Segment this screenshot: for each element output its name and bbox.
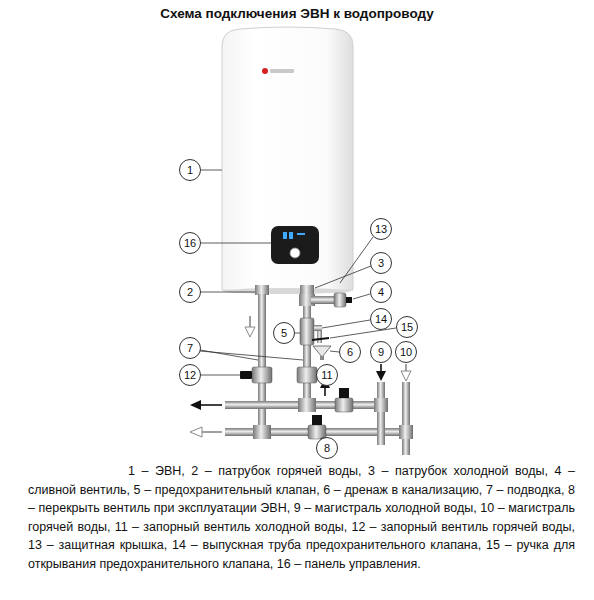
water-heater-part: [262, 68, 268, 74]
callout-label: 9: [378, 347, 384, 358]
water-heater-part: [290, 248, 300, 258]
callout-number: 6: [339, 341, 361, 363]
water-heater-part: [270, 69, 294, 73]
flow-arrows-part: [202, 431, 222, 433]
pipes-part: [399, 425, 413, 439]
callout-label: 15: [401, 322, 413, 333]
valves-part: [314, 325, 322, 331]
callout-number: 9: [370, 341, 392, 363]
pipes-part: [374, 398, 388, 412]
flow-arrows-part: [190, 427, 202, 437]
callout-number: 8: [316, 437, 338, 459]
callout-number: 3: [370, 252, 392, 274]
leader-lines-part: [330, 351, 339, 352]
callout-label: 2: [187, 287, 193, 298]
callout-label: 1: [187, 165, 193, 176]
valves-part: [320, 356, 324, 360]
valves-part: [335, 398, 353, 412]
callout-number: 2: [179, 281, 201, 303]
flow-arrows: [190, 316, 411, 437]
callout-label: 3: [378, 258, 384, 269]
pipes: [225, 285, 413, 455]
valves-part: [312, 338, 329, 340]
flow-arrows-part: [190, 400, 201, 410]
flow-arrows-part: [380, 364, 382, 372]
water-heater-part: [289, 232, 293, 239]
callout-number: 1: [179, 159, 201, 181]
callout-label: 16: [184, 238, 196, 249]
leader-lines-part: [295, 333, 300, 334]
valves-part: [312, 415, 322, 425]
flow-arrows-part: [249, 316, 251, 328]
callout-number: 11: [316, 364, 338, 386]
valves-part: [297, 367, 317, 383]
valves-part: [339, 388, 349, 398]
callout-number: 5: [273, 322, 295, 344]
callout-number: 13: [370, 218, 392, 240]
callout-number: 4: [370, 281, 392, 303]
callout-label: 13: [375, 224, 387, 235]
caption-text: 1 – ЭВН, 2 – патрубок горячей воды, 3 – …: [28, 462, 575, 573]
leader-lines: [200, 170, 396, 439]
leader-lines-part: [322, 320, 370, 328]
leader-lines-part: [201, 375, 240, 376]
callout-number: 16: [179, 232, 201, 254]
valves-part: [240, 371, 252, 379]
leader-lines-part: [330, 328, 396, 338]
valves-part: [252, 367, 272, 383]
callout-number: 14: [370, 308, 392, 330]
callout-number: 15: [396, 316, 418, 338]
leader-lines-part: [315, 266, 371, 288]
callout-label: 14: [375, 314, 387, 325]
callout-number: 7: [179, 337, 201, 359]
callout-label: 8: [324, 443, 330, 454]
flow-arrows-part: [200, 404, 222, 406]
water-heater-part: [223, 288, 351, 294]
water-heater-part: [297, 233, 305, 235]
water-heater: [222, 27, 353, 294]
flow-arrows-part: [376, 371, 386, 381]
valves-part: [346, 297, 352, 303]
pipes-part: [298, 398, 316, 412]
pipes-part: [300, 285, 314, 295]
pipes-part: [258, 294, 266, 436]
leader-lines-part: [201, 170, 222, 171]
leader-lines-part: [201, 292, 255, 293]
leader-lines-part: [200, 351, 303, 360]
valves: [240, 293, 353, 439]
callout-number: 12: [179, 364, 201, 386]
valves-part: [300, 318, 314, 345]
valves-part: [313, 346, 331, 357]
leader-lines-part: [201, 243, 271, 244]
callout-label: 4: [378, 287, 384, 298]
leader-lines-part: [353, 294, 370, 299]
callout-label: 12: [184, 370, 196, 381]
valves-part: [334, 293, 346, 307]
callout-label: 5: [281, 328, 287, 339]
water-heater-part: [222, 27, 353, 292]
diagram-title: Схема подключения ЭВН к водопроводу: [0, 6, 594, 21]
water-heater-part: [283, 232, 287, 239]
callout-label: 6: [347, 347, 353, 358]
flow-arrows-part: [401, 371, 411, 381]
callout-label: 7: [187, 343, 193, 354]
flow-arrows-part: [245, 327, 255, 337]
callout-label: 10: [400, 347, 412, 358]
pipes-part: [377, 382, 385, 445]
pipes-part: [402, 382, 410, 455]
callout-label: 11: [321, 370, 332, 381]
pipes-part: [303, 294, 311, 408]
water-heater-part: [271, 226, 319, 264]
valves-part: [317, 331, 322, 343]
callout-number: 10: [395, 341, 417, 363]
pipes-part: [255, 285, 269, 295]
pipes-part: [253, 425, 271, 439]
